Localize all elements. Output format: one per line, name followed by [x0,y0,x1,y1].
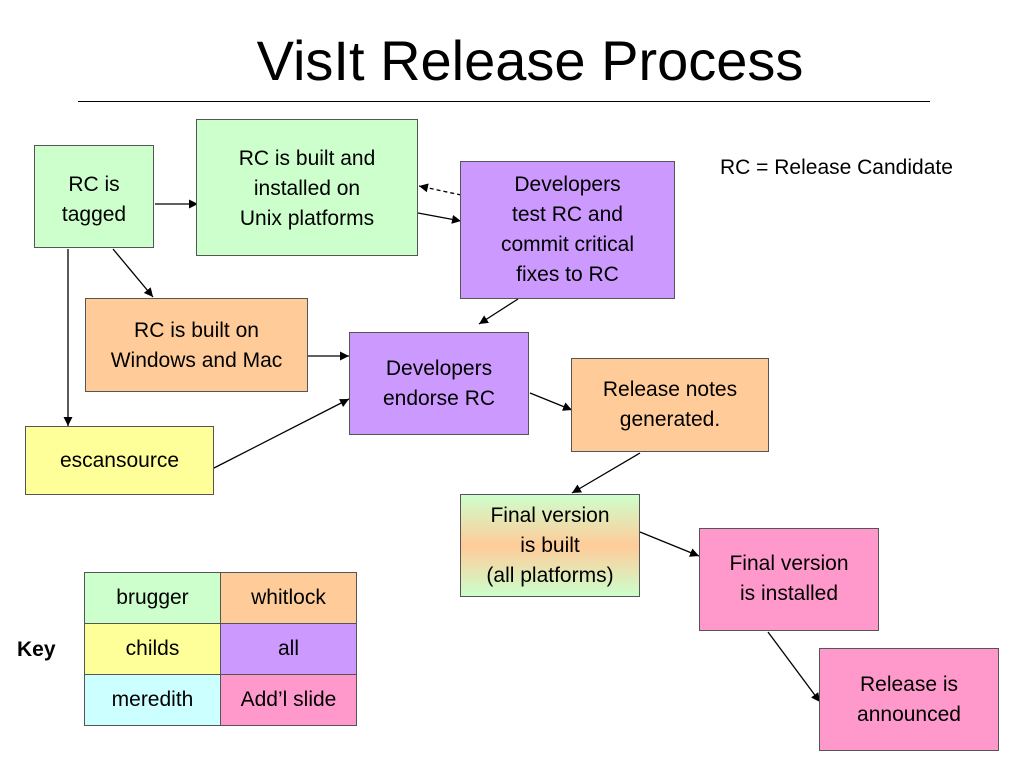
step-developers-test: Developers test RC and commit critical f… [460,161,675,299]
arrow-escansource-to-endorse [213,398,350,469]
step-rc-tagged: RC is tagged [34,145,154,248]
step-built-windows-mac: RC is built on Windows and Mac [85,298,308,392]
step-release-announced: Release is announced [819,648,999,751]
key-addl-slide: Add’l slide [220,674,357,726]
key-label: Key [17,638,56,661]
arrow-installed-to-announced [767,631,821,703]
key-whitlock: whitlock [220,572,357,624]
step-final-installed: Final version is installed [699,528,879,631]
arrow-endorse-to-notes [529,392,573,411]
key-brugger: brugger [84,572,221,624]
title-divider [78,101,930,102]
arrow-devtest-to-unix-dashed [418,183,462,196]
step-built-unix: RC is built and installed on Unix platfo… [196,119,418,256]
arrow-notes-to-finalbuilt [571,452,641,494]
arrow-unix-to-devtest [417,212,462,224]
arrow-devtest-to-endorse [478,298,519,325]
rc-definition: RC = Release Candidate [720,156,953,179]
key-meredith: meredith [84,674,221,726]
arrow-finalbuilt-to-installed [639,531,700,557]
step-final-built: Final version is built (all platforms) [460,494,640,597]
arrow-tagged-to-winmac [112,248,154,298]
page-title: VisIt Release Process [256,29,804,92]
color-key-table: brugger whitlock childs all meredith Add… [84,572,357,726]
step-release-notes: Release notes generated. [571,358,769,452]
key-all: all [220,623,357,675]
key-childs: childs [84,623,221,675]
step-escansource: escansource [25,426,214,495]
step-developers-endorse: Developers endorse RC [349,332,529,435]
